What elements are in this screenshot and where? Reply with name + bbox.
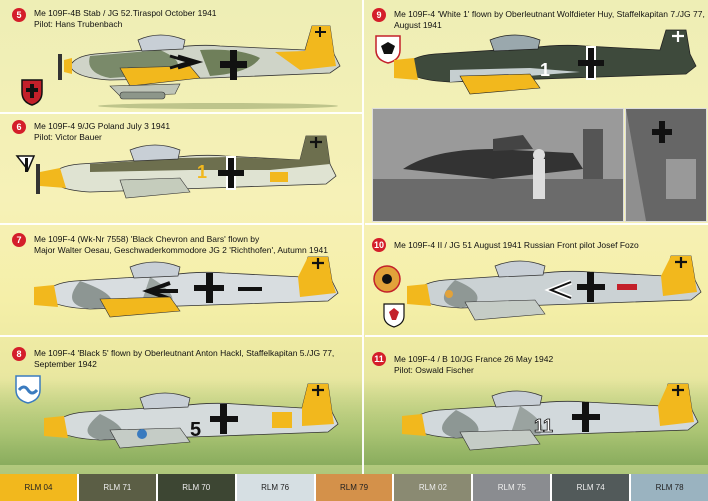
tail-code: 11 bbox=[534, 416, 553, 436]
caption-line: Me 109F-4 II / JG 51 August 1941 Russian… bbox=[394, 240, 639, 250]
axe-emblem-icon bbox=[15, 155, 36, 172]
profile-caption: Me 109F-4B Stab / JG 52.Tiraspol October… bbox=[34, 8, 217, 29]
color-swatch: RLM 78 bbox=[631, 474, 708, 501]
caption-line: Me 109F-4 9/JG Poland July 3 1941 bbox=[34, 121, 171, 131]
tail-code: 5 bbox=[190, 419, 201, 441]
profile-caption: Me 109F-4 'White 1' flown by Oberleutnan… bbox=[394, 9, 705, 30]
color-swatch: RLM 70 bbox=[157, 474, 237, 501]
crest-emblem-icon bbox=[383, 303, 405, 328]
profile-number-badge: 9 bbox=[372, 8, 386, 22]
divider bbox=[365, 223, 708, 225]
profile-number-badge: 7 bbox=[12, 233, 26, 247]
bird-shield-emblem-icon bbox=[375, 35, 401, 64]
profile-number-badge: 6 bbox=[12, 120, 26, 134]
profile-number-badge: 11 bbox=[372, 352, 386, 366]
divider bbox=[0, 335, 362, 337]
tail-code: 1 bbox=[197, 162, 207, 182]
profile-caption: Me 109F-4 'Black 5' flown by Oberleutnan… bbox=[34, 348, 334, 369]
profile-caption: Me 109F-4 II / JG 51 August 1941 Russian… bbox=[394, 240, 639, 251]
aircraft-profile-8: 5 bbox=[44, 383, 339, 449]
caption-line: Major Walter Oesau, Geschwaderkommodore … bbox=[34, 244, 328, 255]
round-emblem-icon bbox=[373, 265, 401, 293]
historical-photo bbox=[372, 108, 624, 222]
color-swatch: RLM 76 bbox=[236, 474, 316, 501]
caption-line: Pilot: Oswald Fischer bbox=[394, 364, 474, 375]
divider bbox=[365, 335, 708, 337]
aircraft-profile-7 bbox=[34, 256, 339, 318]
color-swatch: RLM 04 bbox=[0, 474, 79, 501]
caption-line: Me 109F-4 'White 1' flown by Oberleutnan… bbox=[394, 9, 705, 19]
aircraft-profile-5 bbox=[58, 25, 341, 109]
caption-line: Pilot: Victor Bauer bbox=[34, 131, 102, 142]
historical-photo bbox=[625, 108, 707, 222]
caption-line: Me 109F-4 (Wk-Nr 7558) 'Black Chevron an… bbox=[34, 234, 260, 244]
profile-caption: Me 109F-4 (Wk-Nr 7558) 'Black Chevron an… bbox=[34, 234, 328, 255]
profile-caption: Me 109F-4 9/JG Poland July 3 1941 Pilot:… bbox=[34, 121, 170, 142]
divider bbox=[0, 223, 362, 225]
color-swatch: RLM 74 bbox=[552, 474, 632, 501]
profile-number-badge: 10 bbox=[372, 238, 386, 252]
caption-line: Pilot: Hans Trubenbach bbox=[34, 18, 123, 29]
profile-number-badge: 8 bbox=[12, 347, 26, 361]
aircraft-profile-10 bbox=[407, 255, 702, 321]
color-swatch: RLM 71 bbox=[78, 474, 158, 501]
aircraft-profile-9: 1 bbox=[394, 29, 697, 95]
color-swatch: RLM 75 bbox=[473, 474, 553, 501]
caption-line: August 1941 bbox=[394, 19, 442, 30]
caption-line: September 1942 bbox=[34, 358, 97, 369]
divider bbox=[362, 0, 364, 474]
divider bbox=[0, 112, 362, 114]
tail-code: 1 bbox=[540, 60, 550, 80]
shield-emblem-icon bbox=[21, 79, 43, 106]
caption-line: Me 109F-4 'Black 5' flown by Oberleutnan… bbox=[34, 348, 335, 358]
color-swatch: RLM 79 bbox=[315, 474, 395, 501]
aircraft-profile-11: 11 bbox=[402, 383, 699, 451]
color-swatch: RLM 02 bbox=[394, 474, 474, 501]
caption-line: Me 109F-4B Stab / JG 52.Tiraspol October… bbox=[34, 8, 217, 18]
profile-caption: Me 109F-4 / B 10/JG France 26 May 1942 P… bbox=[394, 354, 553, 375]
profile-number-badge: 5 bbox=[12, 8, 26, 22]
aircraft-profile-6: 1 bbox=[36, 135, 337, 199]
wave-shield-emblem-icon bbox=[15, 375, 41, 404]
caption-line: Me 109F-4 / B 10/JG France 26 May 1942 bbox=[394, 354, 554, 364]
